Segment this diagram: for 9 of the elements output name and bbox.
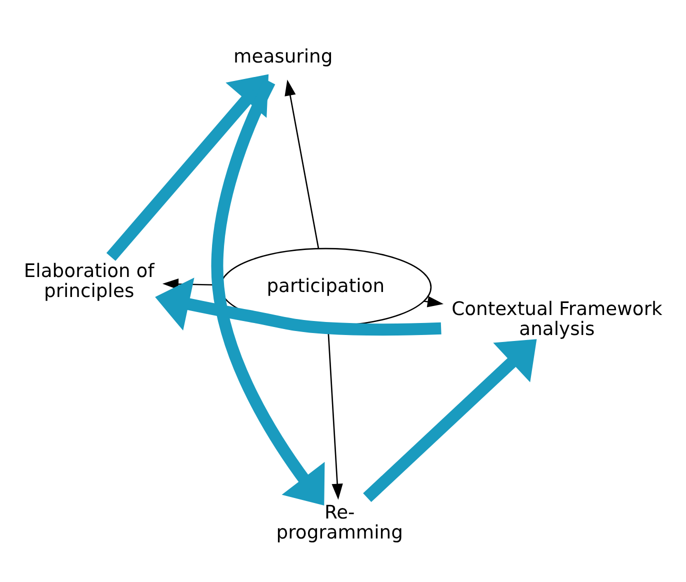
arrow xyxy=(155,278,442,336)
node-text: measuring xyxy=(234,46,333,68)
arrow xyxy=(424,296,444,308)
node-text: Elaboration of principles xyxy=(24,261,154,302)
node-text: Re- programming xyxy=(276,502,403,544)
node-text: Contextual Framework analysis xyxy=(452,299,662,340)
arrow xyxy=(284,80,320,248)
arrow xyxy=(363,339,537,502)
arrow xyxy=(211,78,325,506)
